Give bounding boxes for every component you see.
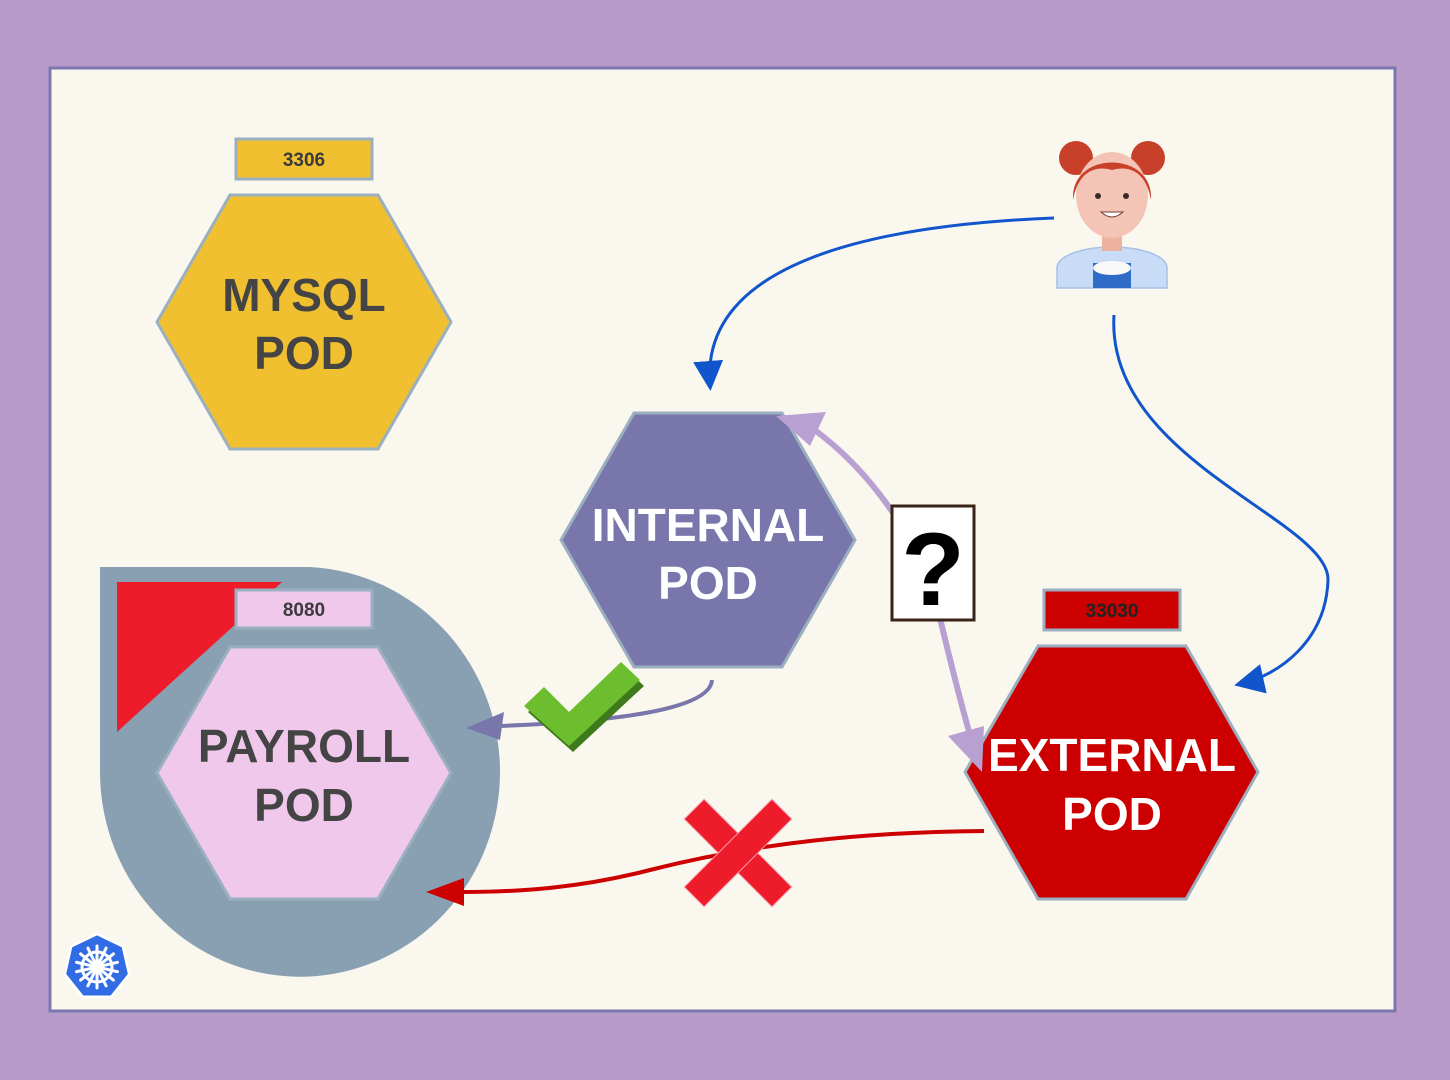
internal-pod-title: INTERNAL xyxy=(592,499,825,551)
payroll-pod-title: PAYROLL xyxy=(198,720,410,772)
cross-mark-icon xyxy=(683,798,793,908)
mysql-hexagon xyxy=(155,193,453,451)
external-pod-title: EXTERNAL xyxy=(988,729,1236,781)
internal-external-question-arrow xyxy=(776,412,984,772)
user-to-external-arrow xyxy=(1112,314,1330,694)
user-avatar-icon xyxy=(1056,141,1168,289)
mysql-pod: 3306 MYSQL POD xyxy=(155,137,453,451)
mysql-port-label: 3306 xyxy=(283,150,325,171)
mysql-pod-title: MYSQL xyxy=(222,269,386,321)
external-pod-subtitle: POD xyxy=(1062,788,1162,840)
external-hexagon xyxy=(963,644,1260,901)
question-box: ? xyxy=(890,504,976,628)
internal-to-payroll-arrow xyxy=(466,679,714,740)
check-mark-icon xyxy=(524,662,644,752)
internal-pod-subtitle: POD xyxy=(658,557,758,609)
payroll-hexagon xyxy=(155,645,453,901)
payroll-port-box xyxy=(234,588,374,630)
question-mark: ? xyxy=(901,512,965,628)
external-port-label: 33030 xyxy=(1086,601,1139,622)
external-pod: 33030 EXTERNAL POD xyxy=(963,588,1260,901)
external-port-box xyxy=(1042,588,1182,632)
payroll-port-label: 8080 xyxy=(283,600,325,621)
user-to-internal-arrow xyxy=(693,216,1055,391)
payroll-pod: 8080 PAYROLL POD xyxy=(155,588,453,901)
internal-hexagon xyxy=(559,411,857,669)
payroll-pod-subtitle: POD xyxy=(254,779,354,831)
external-to-payroll-arrow xyxy=(426,829,985,906)
kubernetes-logo-icon xyxy=(63,932,131,998)
internal-pod: INTERNAL POD xyxy=(559,411,857,669)
mysql-port-box xyxy=(234,137,374,181)
mysql-pod-subtitle: POD xyxy=(254,327,354,379)
